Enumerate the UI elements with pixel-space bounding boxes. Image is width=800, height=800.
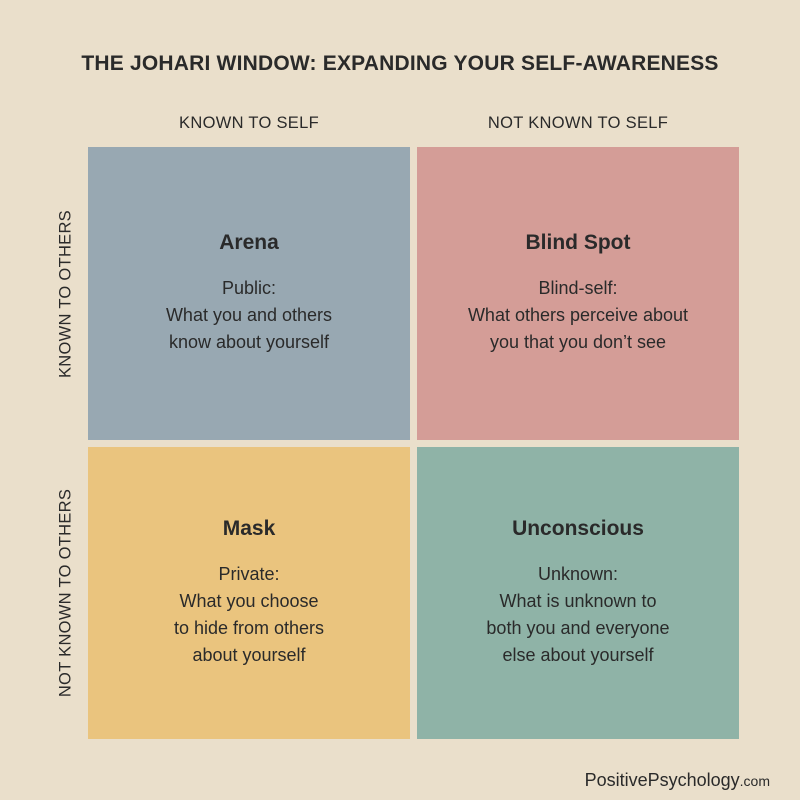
description-line: about yourself xyxy=(192,645,306,665)
quadrant-description: Unknown: What is unknown to both you and… xyxy=(486,561,669,669)
quadrant-blind-spot: Blind Spot Blind-self: What others perce… xyxy=(417,147,739,440)
description-line: you that you don’t see xyxy=(489,332,667,352)
quadrant-title: Mask xyxy=(222,517,276,540)
quadrant-description: Private: What you choose to hide from ot… xyxy=(174,561,324,669)
description-line: to hide from others xyxy=(173,618,325,638)
description-line: else about yourself xyxy=(502,645,654,665)
brand-watermark: PositivePsychology.com xyxy=(585,770,770,791)
quadrant-description: Public: What you and others know about y… xyxy=(166,275,332,356)
row-header-not-known-to-others: NOT KNOWN TO OTHERS xyxy=(56,488,75,698)
row-header-known-to-others: KNOWN TO OTHERS xyxy=(56,210,75,378)
diagram-title: THE JOHARI WINDOW: EXPANDING YOUR SELF-A… xyxy=(81,52,719,75)
description-line: Private: xyxy=(218,564,280,584)
description-line: Blind-self: xyxy=(538,278,618,298)
brand-name: PositivePsychology xyxy=(584,770,740,790)
quadrant-title: Unconscious xyxy=(512,517,644,540)
quadrant-mask: Mask Private: What you choose to hide fr… xyxy=(88,447,410,739)
description-line: What you and others xyxy=(165,305,333,325)
quadrant-title: Arena xyxy=(219,231,279,254)
quadrant-arena: Arena Public: What you and others know a… xyxy=(88,147,410,440)
description-line: What others perceive about xyxy=(467,305,689,325)
quadrant-description: Blind-self: What others perceive about y… xyxy=(468,275,688,356)
description-line: What you choose xyxy=(179,591,319,611)
description-line: What is unknown to xyxy=(499,591,657,611)
column-header-not-known-to-self: NOT KNOWN TO SELF xyxy=(487,114,669,132)
description-line: know about yourself xyxy=(168,332,330,352)
brand-suffix: .com xyxy=(739,773,770,789)
quadrant-unconscious: Unconscious Unknown: What is unknown to … xyxy=(417,447,739,739)
description-line: both you and everyone xyxy=(486,618,670,638)
description-line: Unknown: xyxy=(537,564,619,584)
quadrant-title: Blind Spot xyxy=(525,231,631,254)
description-line: Public: xyxy=(221,278,276,298)
column-header-known-to-self: KNOWN TO SELF xyxy=(179,114,319,132)
